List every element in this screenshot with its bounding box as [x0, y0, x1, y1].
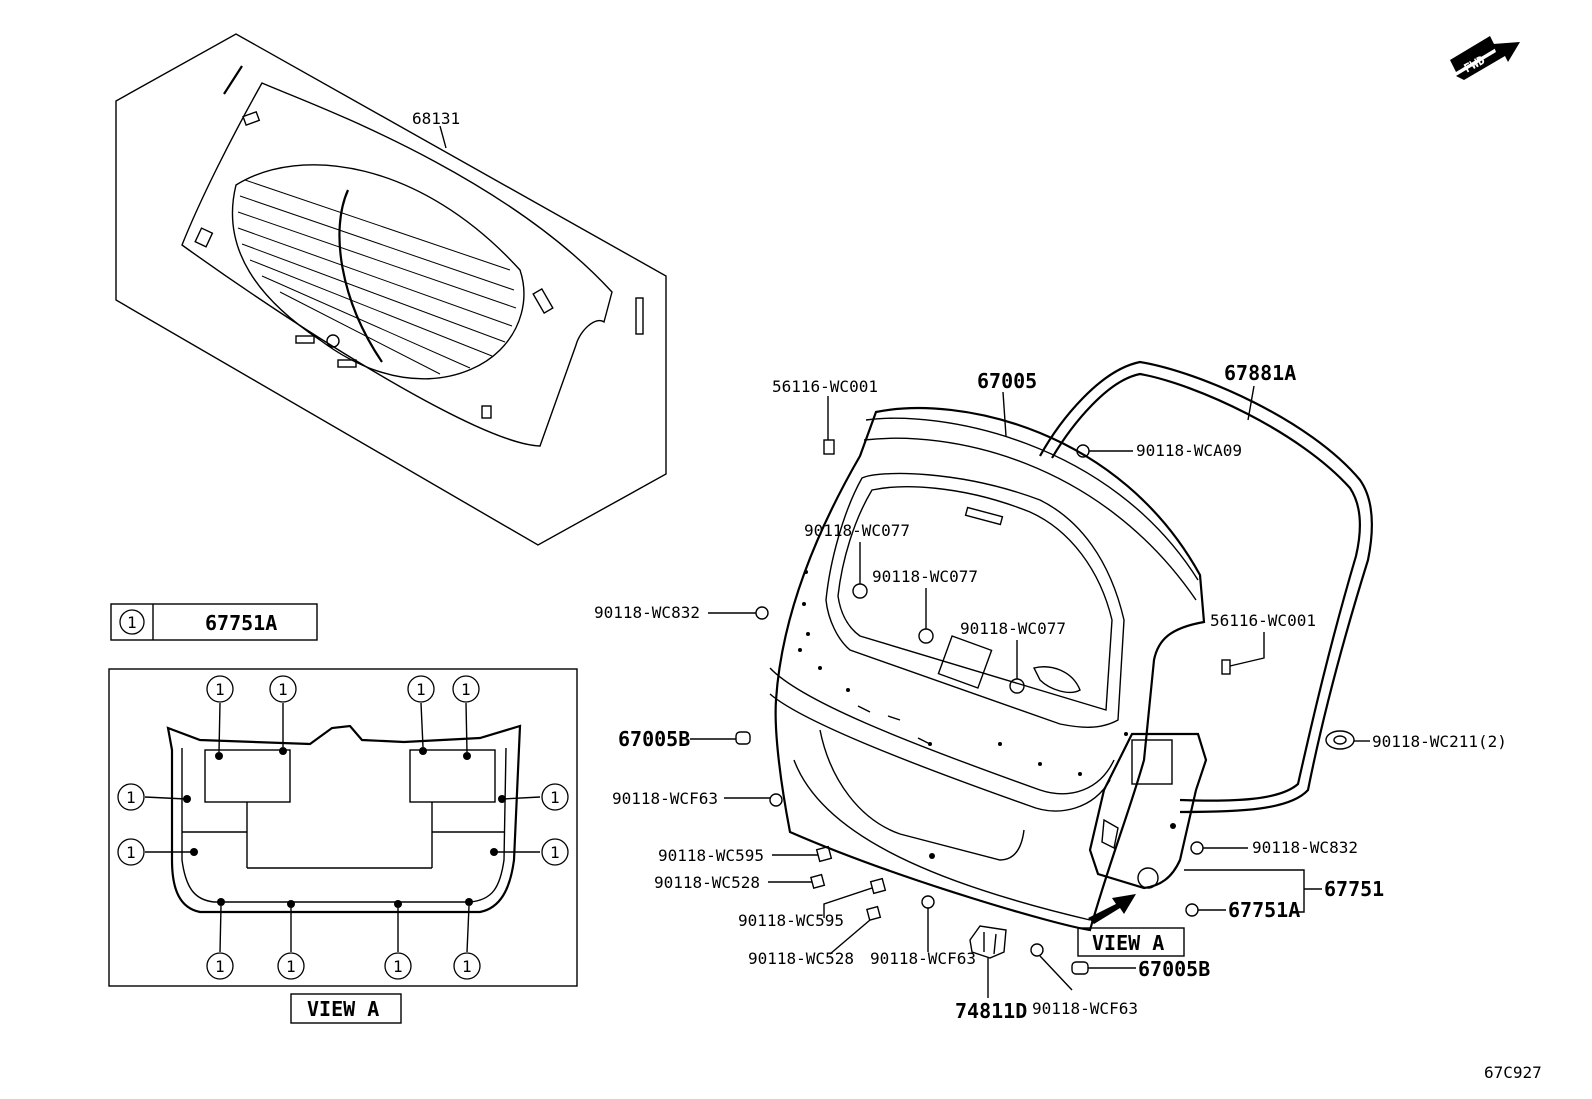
part-label-67881A: 67881A	[1224, 361, 1296, 385]
back-window-glass	[115, 33, 667, 546]
part-label-67751: 67751	[1324, 877, 1384, 901]
part-label-67005B-b: 67005B	[1138, 957, 1210, 981]
circle-callout: 1	[215, 957, 225, 976]
part-label-90118-WC528-a: 90118-WC528	[654, 873, 760, 892]
fwd-arrow-icon: FWD	[1450, 36, 1520, 80]
circle-callout: 1	[461, 680, 471, 699]
circle-callout: 1	[278, 680, 288, 699]
legend-part-number: 67751A	[205, 611, 277, 635]
part-label-90118-WCF63-c: 90118-WCF63	[1032, 999, 1138, 1018]
part-label-68131: 68131	[412, 109, 460, 128]
diagram-code: 67C927	[1484, 1063, 1542, 1082]
part-label-90118-WCA09: 90118-WCA09	[1136, 441, 1242, 460]
part-label-67751A: 67751A	[1228, 898, 1300, 922]
legend-symbol: 1	[127, 613, 137, 632]
part-label-90118-WCF63-a: 90118-WCF63	[612, 789, 718, 808]
circle-callout: 1	[550, 788, 560, 807]
part-label-90118-WC077-b: 90118-WC077	[872, 567, 978, 586]
circle-callout: 1	[393, 957, 403, 976]
view-a-tag: VIEW A	[1092, 931, 1164, 955]
view-arrow-icon	[1088, 894, 1136, 924]
part-label-74811D: 74811D	[955, 999, 1027, 1023]
circle-callout: 1	[126, 843, 136, 862]
part-label-67005B-a: 67005B	[618, 727, 690, 751]
part-label-90118-WC595-a: 90118-WC595	[658, 846, 764, 865]
circle-callout: 1	[126, 788, 136, 807]
legend-box: 1 67751A	[110, 603, 318, 641]
part-label-56116-WC001-b: 56116-WC001	[1210, 611, 1316, 630]
weatherstrip	[1039, 360, 1373, 814]
part-label-90118-WCF63-b: 90118-WCF63	[870, 949, 976, 968]
part-label-90118-WC832-b: 90118-WC832	[1252, 838, 1358, 857]
circle-callout: 1	[215, 680, 225, 699]
emblem-part	[969, 925, 1007, 959]
part-label-90118-WC077-c: 90118-WC077	[960, 619, 1066, 638]
part-label-56116-WC001-a: 56116-WC001	[772, 377, 878, 396]
circle-callout: 1	[550, 843, 560, 862]
part-label-67005: 67005	[977, 369, 1037, 393]
part-label-90118-WC077-a: 90118-WC077	[804, 521, 910, 540]
view-a-title: VIEW A	[307, 997, 379, 1021]
part-label-90118-WC595-b: 90118-WC595	[738, 911, 844, 930]
circle-callout: 1	[416, 680, 426, 699]
circle-callout: 1	[286, 957, 296, 976]
part-label-90118-WC211: 90118-WC211(2)	[1372, 732, 1507, 751]
circle-callout: 1	[462, 957, 472, 976]
view-a-detail: 1 1 1 1 1 1 1 1 1 1 1 1	[108, 668, 578, 987]
back-door-trim	[1088, 732, 1208, 890]
part-label-90118-WC528-b: 90118-WC528	[748, 949, 854, 968]
back-door-panel	[769, 406, 1206, 932]
part-label-90118-WC832-a: 90118-WC832	[594, 603, 700, 622]
